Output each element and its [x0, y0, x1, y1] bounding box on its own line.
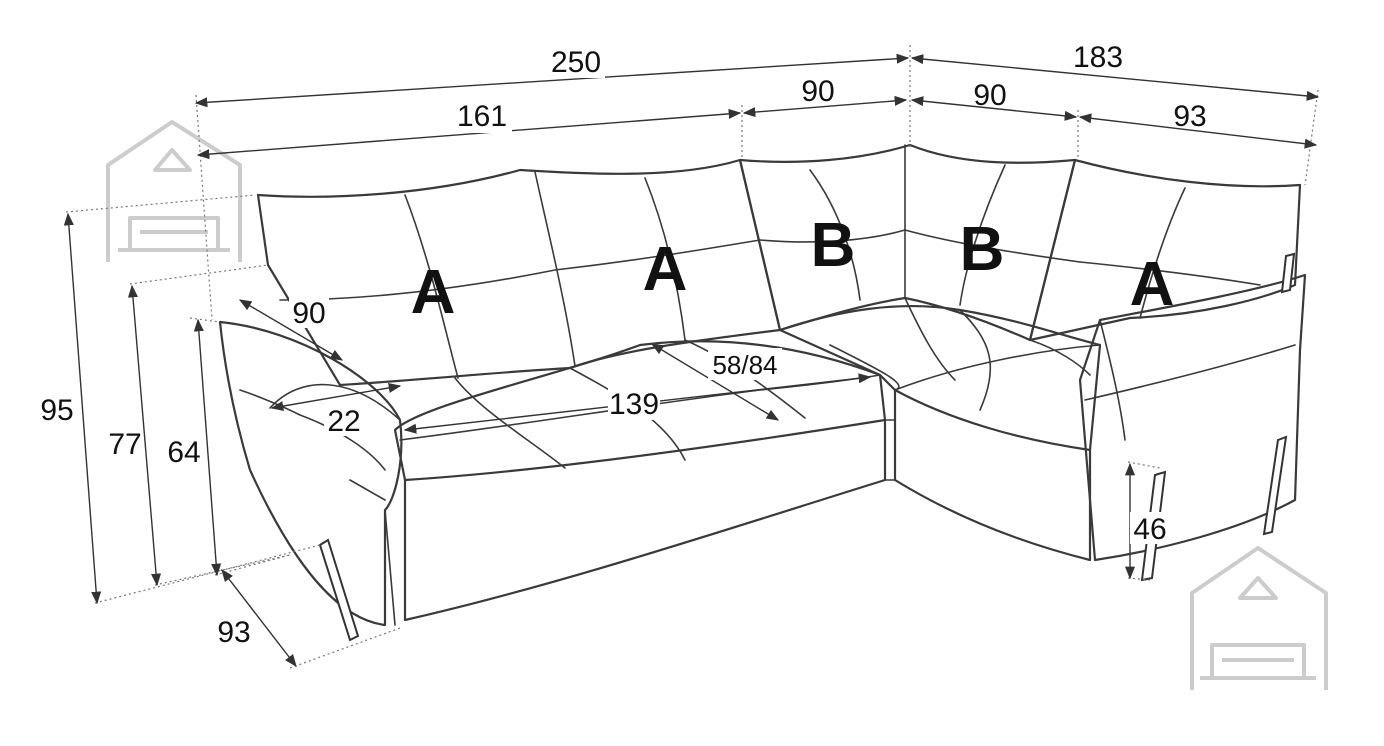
dim-seat-depth: 58/84 — [712, 350, 777, 380]
dim-armrest-height: 64 — [167, 436, 200, 469]
seat-label: B — [960, 215, 1005, 284]
dim-total-width: 250 — [551, 46, 601, 79]
seat-module-labels: A A B B A — [411, 211, 1175, 327]
seat-label: A — [411, 258, 456, 327]
dim-back-height: 77 — [108, 428, 141, 461]
dim-seat-width: 139 — [609, 388, 659, 421]
dim-sofa-depth: 93 — [217, 616, 250, 649]
dim-corner-depth-total: 183 — [1073, 41, 1123, 74]
dim-armrest-width: 22 — [327, 405, 360, 438]
house-sofa-logo-icon — [106, 120, 242, 262]
dimension-arrows — [63, 53, 1320, 667]
dim-leg-height: 46 — [1133, 513, 1166, 546]
dim-corner-left-width: 90 — [801, 75, 834, 108]
seat-label: B — [811, 211, 856, 280]
dim-armrest-depth: 90 — [292, 297, 325, 330]
seat-label: A — [1130, 250, 1175, 319]
dim-corner-right-width: 90 — [973, 79, 1006, 112]
dim-total-height: 95 — [40, 394, 73, 427]
seat-label: A — [643, 235, 688, 304]
sofa-outline — [218, 143, 1307, 627]
house-sofa-logo-icon — [1190, 546, 1328, 690]
dim-right-section-width: 93 — [1173, 100, 1206, 133]
dim-left-section-width: 161 — [457, 100, 507, 133]
dimension-labels: 250 183 161 90 90 93 95 77 64 90 22 139 … — [40, 41, 1206, 649]
